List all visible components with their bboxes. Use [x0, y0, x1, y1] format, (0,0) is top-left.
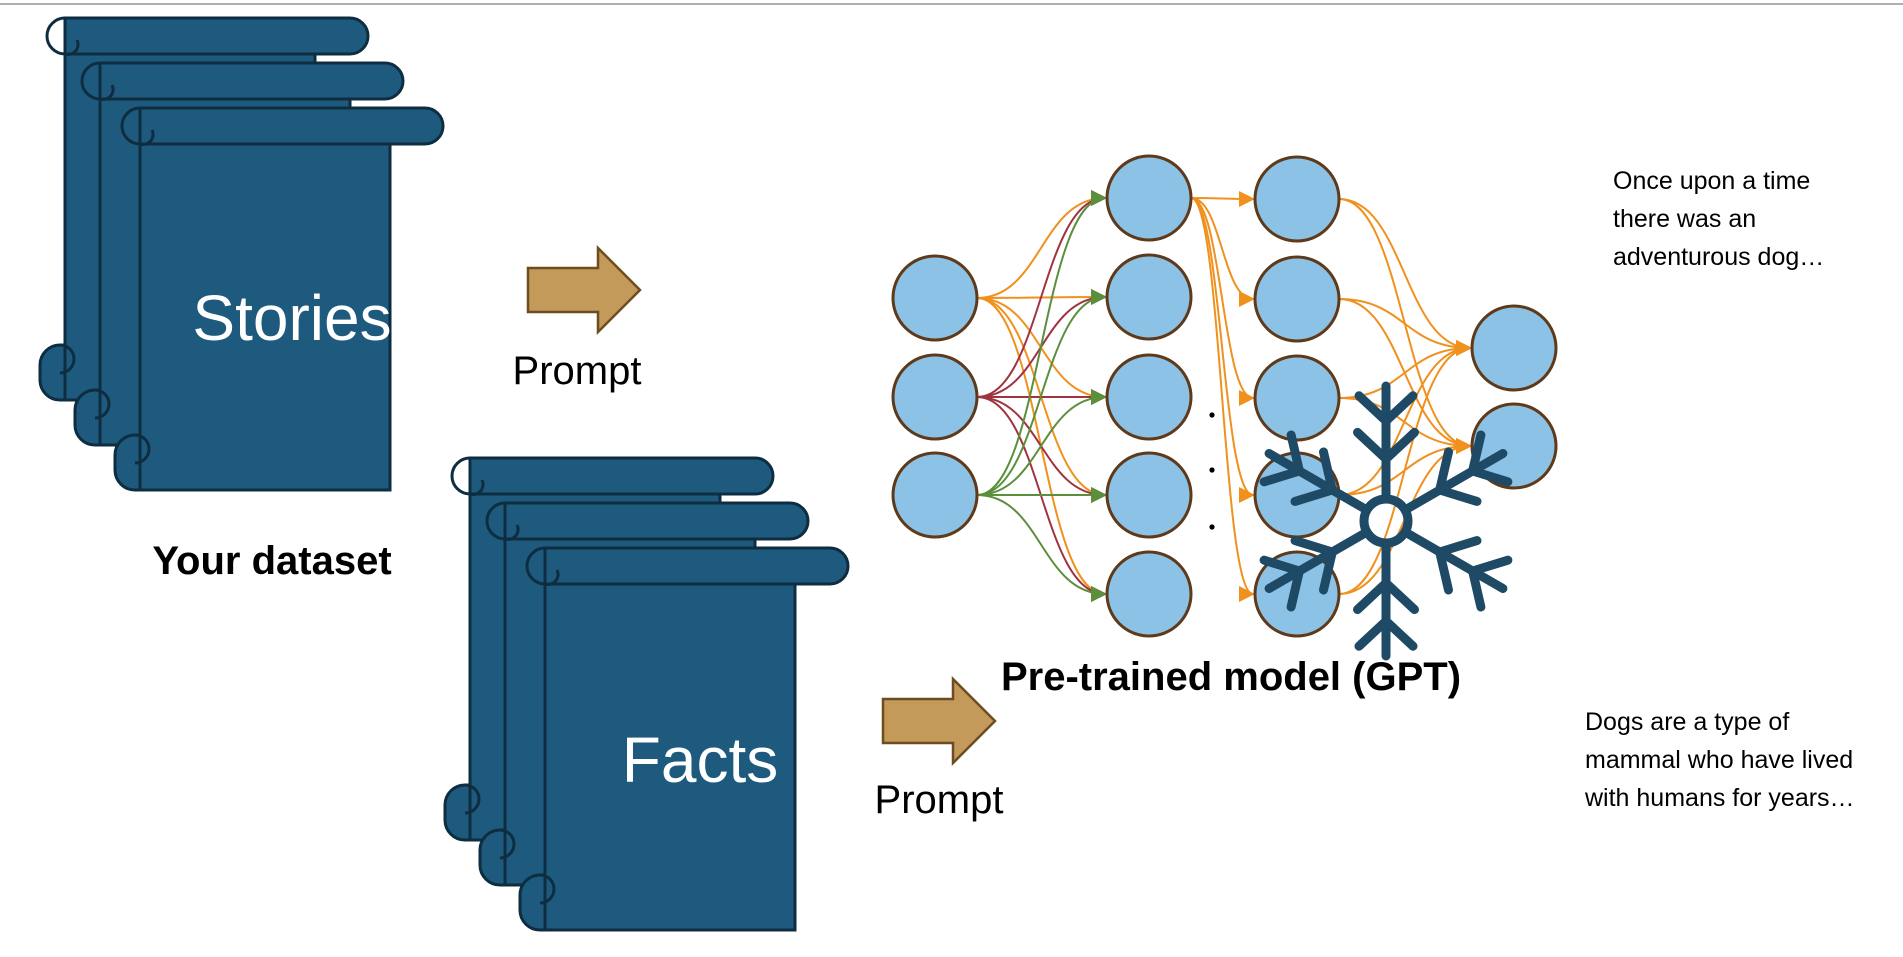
prompt-arrow-bottom: Prompt: [875, 675, 1004, 822]
snowflake-stroke: [1354, 616, 1391, 651]
network-edge: [1338, 340, 1472, 595]
snowflake-stroke: [1286, 566, 1304, 612]
snowflake-stroke: [1468, 466, 1513, 487]
snowflake-stroke: [1259, 466, 1304, 487]
network-edge: [976, 289, 1107, 496]
snowflake-stroke: [1435, 547, 1453, 595]
dataset-caption: Your dataset: [152, 539, 391, 583]
hidden-node: [1253, 354, 1341, 442]
snowflake-stroke: [1435, 485, 1482, 506]
hidden-node: [1105, 353, 1193, 441]
network-edge: [1338, 198, 1472, 356]
snowflake-stroke: [1290, 485, 1337, 506]
snowflake-stroke: [1286, 430, 1304, 476]
hidden-node: [1253, 255, 1341, 343]
snowflake-stroke: [1468, 555, 1513, 576]
network-edge: [976, 494, 1107, 602]
snowflake-stroke: [1259, 555, 1304, 576]
stories-document-stack: Stories: [38, 16, 445, 492]
network-edges: [976, 190, 1472, 602]
right-arrow-icon: [881, 675, 997, 767]
snowflake-icon: [1259, 381, 1513, 661]
story-output-text: Once upon a time there was an adventurou…: [1613, 167, 1824, 271]
network-edge: [976, 190, 1107, 299]
snowflake-stroke: [1435, 447, 1453, 495]
neural-network: [891, 154, 1558, 638]
network-edge: [976, 190, 1107, 496]
output-node: [1470, 402, 1558, 490]
input-node: [891, 254, 979, 342]
ellipsis-dot: [1209, 467, 1215, 473]
hidden-node: [1105, 550, 1193, 638]
output-node: [1470, 304, 1558, 392]
prompt-arrow-top: Prompt: [513, 244, 642, 393]
snowflake-stroke: [1264, 449, 1372, 515]
network-edge: [1190, 197, 1255, 406]
right-arrow-icon: [526, 244, 642, 336]
stories-label: Stories: [192, 282, 391, 354]
facts-label: Facts: [622, 724, 778, 796]
network-edge: [1190, 190, 1255, 207]
snowflake-stroke: [1353, 578, 1391, 615]
snowflake-stroke: [1264, 527, 1372, 593]
snowflake-stroke: [1400, 449, 1508, 515]
snowflake-stroke: [1435, 536, 1482, 557]
ellipsis-dot: [1209, 524, 1215, 530]
network-edge: [976, 190, 1107, 398]
network-edge: [1190, 197, 1255, 307]
snowflake-stroke: [1381, 427, 1419, 464]
hidden-node: [1105, 253, 1193, 341]
model-caption: Pre-trained model (GPT): [1001, 655, 1461, 699]
network-edge: [1338, 340, 1472, 496]
network-edge: [1338, 298, 1472, 356]
hidden-node: [1105, 154, 1193, 242]
snowflake-stroke: [1381, 578, 1419, 615]
snowflake-stroke: [1381, 391, 1418, 426]
network-edge: [976, 389, 1107, 496]
hidden-node: [1253, 155, 1341, 243]
snowflake-stroke: [1381, 616, 1418, 651]
facts-document-stack: Facts: [443, 456, 850, 932]
snowflake-stroke: [1319, 547, 1337, 595]
ellipsis-dot: [1209, 412, 1215, 418]
hidden-node: [1105, 451, 1193, 539]
prompt-top-label: Prompt: [513, 349, 642, 393]
input-node: [891, 451, 979, 539]
snowflake-stroke: [1290, 536, 1337, 557]
snowflake-stroke: [1319, 447, 1337, 495]
snowflake-stroke: [1468, 430, 1486, 476]
snowflake-stroke: [1353, 427, 1391, 464]
network-nodes: [891, 154, 1558, 638]
fact-output-text: Dogs are a type of mammal who have lived…: [1584, 708, 1860, 812]
prompt-bottom-label: Prompt: [875, 778, 1004, 822]
network-edge: [1190, 197, 1255, 602]
network-edge: [1190, 197, 1255, 503]
input-node: [891, 353, 979, 441]
snowflake-stroke: [1468, 566, 1486, 612]
snowflake-stroke: [1354, 391, 1391, 426]
snowflake-stroke: [1400, 527, 1508, 593]
